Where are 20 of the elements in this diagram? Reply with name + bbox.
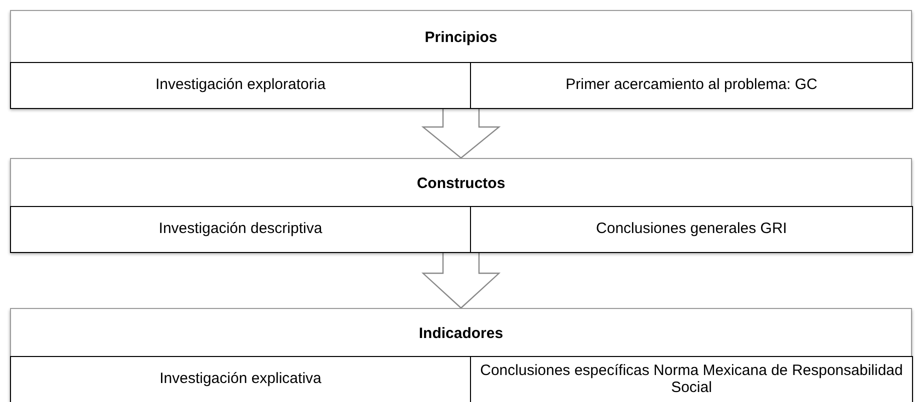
section-heading: Constructos [416,174,506,192]
table-cell [470,206,913,253]
cell-text: Conclusiones generales GRI [596,221,787,238]
cell-text: Investigación explicativa [160,371,322,388]
table-cell [470,356,913,402]
section-heading: Indicadores [418,324,504,342]
block-arrow [421,251,501,309]
table-cell [10,62,471,109]
section-heading: Principios [424,28,498,46]
table-panel [10,308,912,402]
cell-text: Investigación exploratoria [155,77,326,94]
table-panel [10,158,912,252]
table-cell [10,206,471,253]
cell-text: Conclusiones específicas Norma Mexicana de Responsabilidad Social [479,363,904,396]
table-cell [10,356,471,402]
cell-text: Investigación descriptiva [158,221,322,238]
cell-text: Primer acercamiento al problema: GC [566,77,818,94]
table-panel [10,10,912,108]
table-cell [470,62,913,109]
block-arrow [421,107,501,159]
